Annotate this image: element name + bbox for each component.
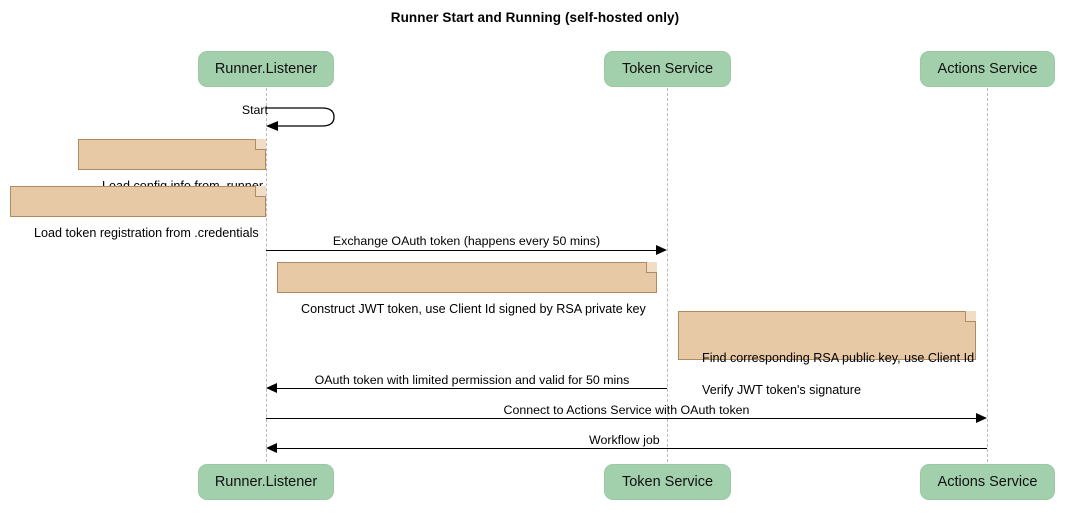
message-line-oauth-return bbox=[277, 388, 667, 389]
note-text: Construct JWT token, use Client Id signe… bbox=[301, 302, 646, 316]
note-fold-icon bbox=[965, 311, 976, 322]
lifeline-runner bbox=[266, 88, 267, 462]
note-fold-icon bbox=[255, 186, 266, 197]
self-message-start-loop bbox=[266, 107, 335, 131]
participant-token-top[interactable]: Token Service bbox=[604, 51, 731, 87]
message-arrowhead-workflow-job bbox=[266, 443, 277, 453]
note-verify-jwt: Find corresponding RSA public key, use C… bbox=[678, 311, 976, 397]
participant-label: Actions Service bbox=[937, 474, 1038, 490]
participant-runner-top[interactable]: Runner.Listener bbox=[198, 51, 334, 87]
message-arrowhead-oauth-return bbox=[266, 383, 277, 393]
note-text-line1: Find corresponding RSA public key, use C… bbox=[702, 351, 975, 365]
participant-label: Token Service bbox=[621, 61, 714, 77]
note-text: Load token registration from .credential… bbox=[34, 226, 259, 240]
participant-actions-bottom[interactable]: Actions Service bbox=[920, 464, 1055, 500]
message-label-connect-actions: Connect to Actions Service with OAuth to… bbox=[503, 403, 750, 417]
diagram-title: Runner Start and Running (self-hosted on… bbox=[390, 10, 680, 25]
participant-actions-top[interactable]: Actions Service bbox=[920, 51, 1055, 87]
lifeline-token bbox=[667, 88, 668, 462]
note-construct-jwt: Construct JWT token, use Client Id signe… bbox=[277, 262, 657, 316]
lifeline-actions bbox=[987, 88, 988, 462]
message-label-start: Start bbox=[241, 103, 268, 117]
note-fold-icon bbox=[646, 262, 657, 273]
message-label-oauth-return: OAuth token with limited permission and … bbox=[314, 373, 630, 387]
participant-token-bottom[interactable]: Token Service bbox=[604, 464, 731, 500]
participant-label: Token Service bbox=[621, 474, 714, 490]
message-label-exchange-oauth: Exchange OAuth token (happens every 50 m… bbox=[332, 234, 601, 248]
note-load-config: Load config info from .runner bbox=[78, 139, 266, 193]
participant-label: Runner.Listener bbox=[214, 474, 318, 490]
participant-label: Runner.Listener bbox=[214, 61, 318, 77]
message-line-exchange-oauth bbox=[266, 250, 656, 251]
note-text-line2: Verify JWT token's signature bbox=[702, 383, 861, 397]
participant-label: Actions Service bbox=[937, 61, 1038, 77]
message-line-connect-actions bbox=[266, 418, 976, 419]
message-arrowhead-connect-actions bbox=[976, 413, 987, 423]
participant-runner-bottom[interactable]: Runner.Listener bbox=[198, 464, 334, 500]
note-load-credentials: Load token registration from .credential… bbox=[10, 186, 266, 240]
message-label-workflow-job: Workflow job bbox=[589, 433, 660, 447]
message-arrowhead-exchange-oauth bbox=[656, 245, 667, 255]
message-line-workflow-job bbox=[277, 448, 987, 449]
note-fold-icon bbox=[255, 139, 266, 150]
